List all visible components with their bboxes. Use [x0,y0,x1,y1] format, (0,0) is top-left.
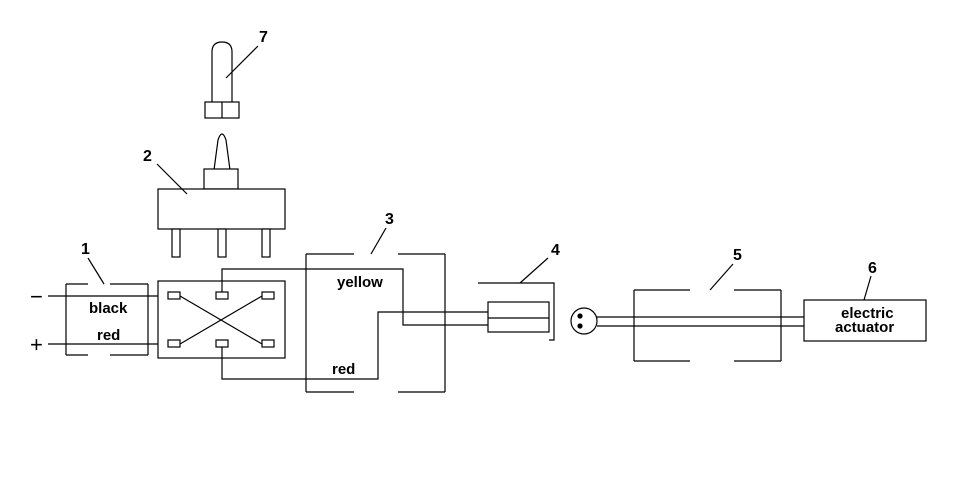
callout-4: 4 [551,242,560,259]
label-yellow: yellow [337,274,383,291]
callout-leader-1 [87,257,105,285]
harness-3 [305,253,446,393]
actuator-label-line2: actuator [835,319,894,336]
callout-5: 5 [733,247,742,264]
socket [570,307,598,335]
wire-red-lower [221,311,488,380]
switch-base [157,280,286,359]
callout-1: 1 [81,241,90,258]
callout-leader-6 [863,275,872,301]
harness-1 [65,283,149,356]
callout-leader-2 [156,163,188,195]
wire-yellow [221,268,488,326]
callout-leader-4 [519,257,549,284]
callout-2: 2 [143,148,152,165]
callout-leader-5 [709,263,734,291]
label-red-left: red [97,327,120,344]
toggle-cap [204,41,240,119]
harness-5 [633,289,782,362]
plug-connector [478,282,555,341]
terminal-minus: − [30,284,43,309]
callout-6: 6 [868,260,877,277]
callout-leader-7 [225,45,259,79]
electric-actuator [803,299,927,342]
toggle-switch [157,133,286,258]
callout-leader-3 [370,227,387,255]
callout-7: 7 [259,29,268,46]
actuator-label-line1: electric [841,305,894,322]
callout-3: 3 [385,211,394,228]
label-black: black [89,300,128,317]
label-red-lower: red [332,361,355,378]
terminal-plus: + [30,332,43,357]
